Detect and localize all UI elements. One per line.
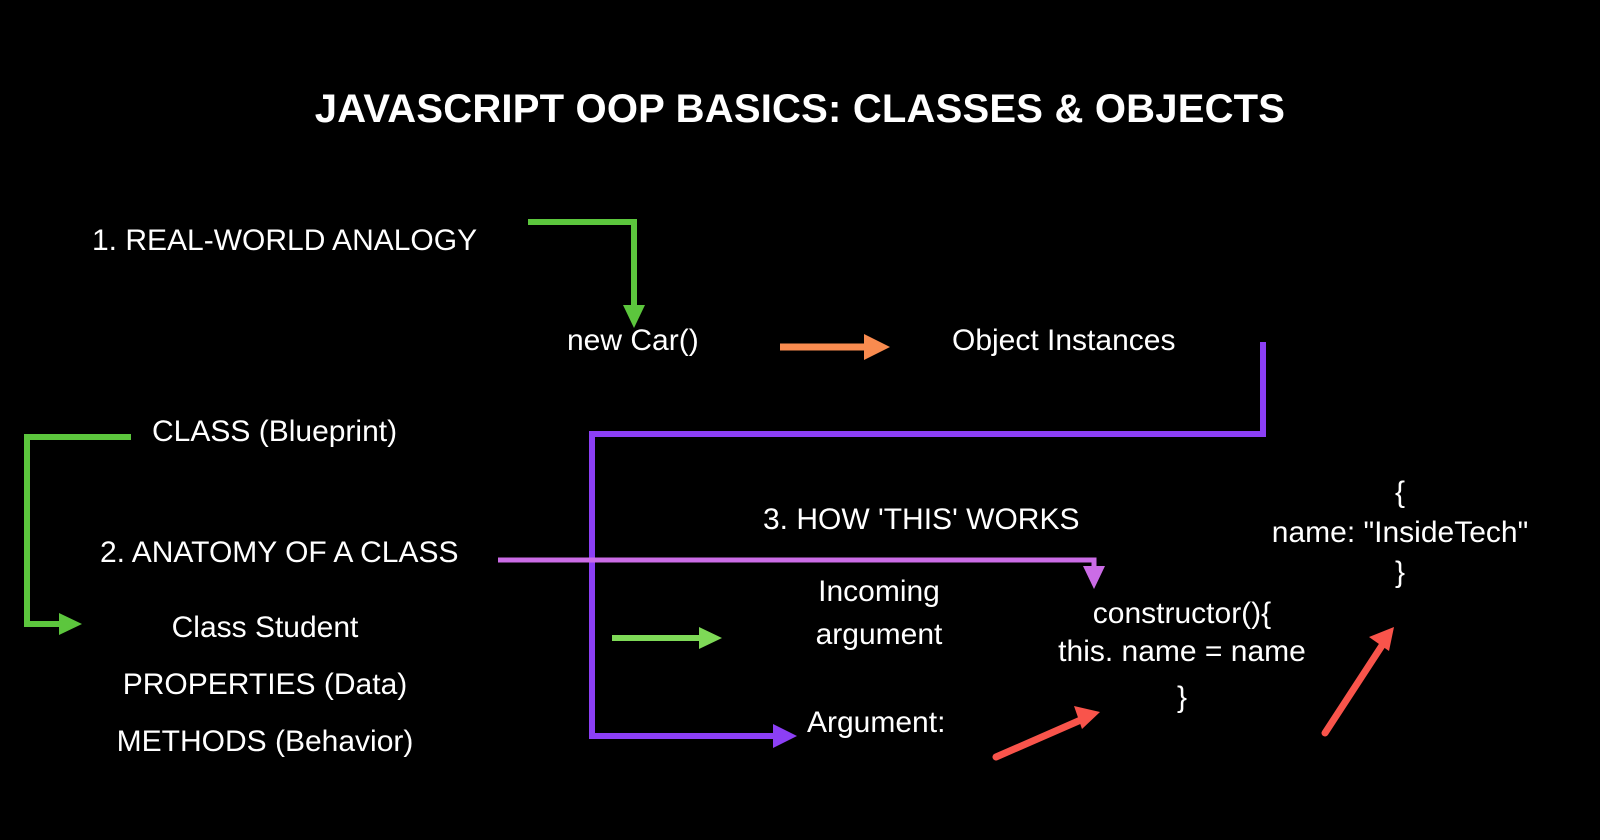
- section-heading-1: 1. REAL-WORLD ANALOGY: [92, 224, 478, 257]
- node-new-car: new Car(): [567, 324, 699, 357]
- section-heading-2: 2. ANATOMY OF A CLASS: [100, 536, 459, 569]
- node-class-student: Class Student: [171, 611, 359, 644]
- node-class-blueprint: CLASS (Blueprint): [152, 415, 398, 448]
- code-constructor-line3: }: [1176, 681, 1188, 714]
- node-methods: METHODS (Behavior): [116, 725, 414, 758]
- node-argument-label: Argument:: [807, 706, 946, 739]
- page-title: JAVASCRIPT OOP BASICS: CLASSES & OBJECTS: [314, 87, 1286, 131]
- node-incoming-argument-line1: Incoming: [818, 575, 940, 608]
- connector-to-incoming-argument: [612, 627, 722, 649]
- node-properties: PROPERTIES (Data): [122, 668, 408, 701]
- code-object-literal-line2: name: "InsideTech": [1271, 516, 1529, 549]
- node-object-instances: Object Instances: [952, 324, 1176, 357]
- section-heading-3: 3. HOW 'THIS' WORKS: [763, 503, 1080, 536]
- connector-newcar-to-instances: [780, 334, 890, 360]
- code-constructor-line1: constructor(){: [1092, 597, 1272, 630]
- code-object-literal-line3: }: [1394, 556, 1406, 589]
- connector-constructor-to-object: [1321, 627, 1394, 737]
- code-constructor-line2: this. name = name: [1058, 635, 1306, 668]
- connector-analogy-to-newcar: [528, 219, 645, 328]
- node-incoming-argument-line2: argument: [815, 618, 943, 651]
- code-object-literal-line1: {: [1394, 476, 1406, 509]
